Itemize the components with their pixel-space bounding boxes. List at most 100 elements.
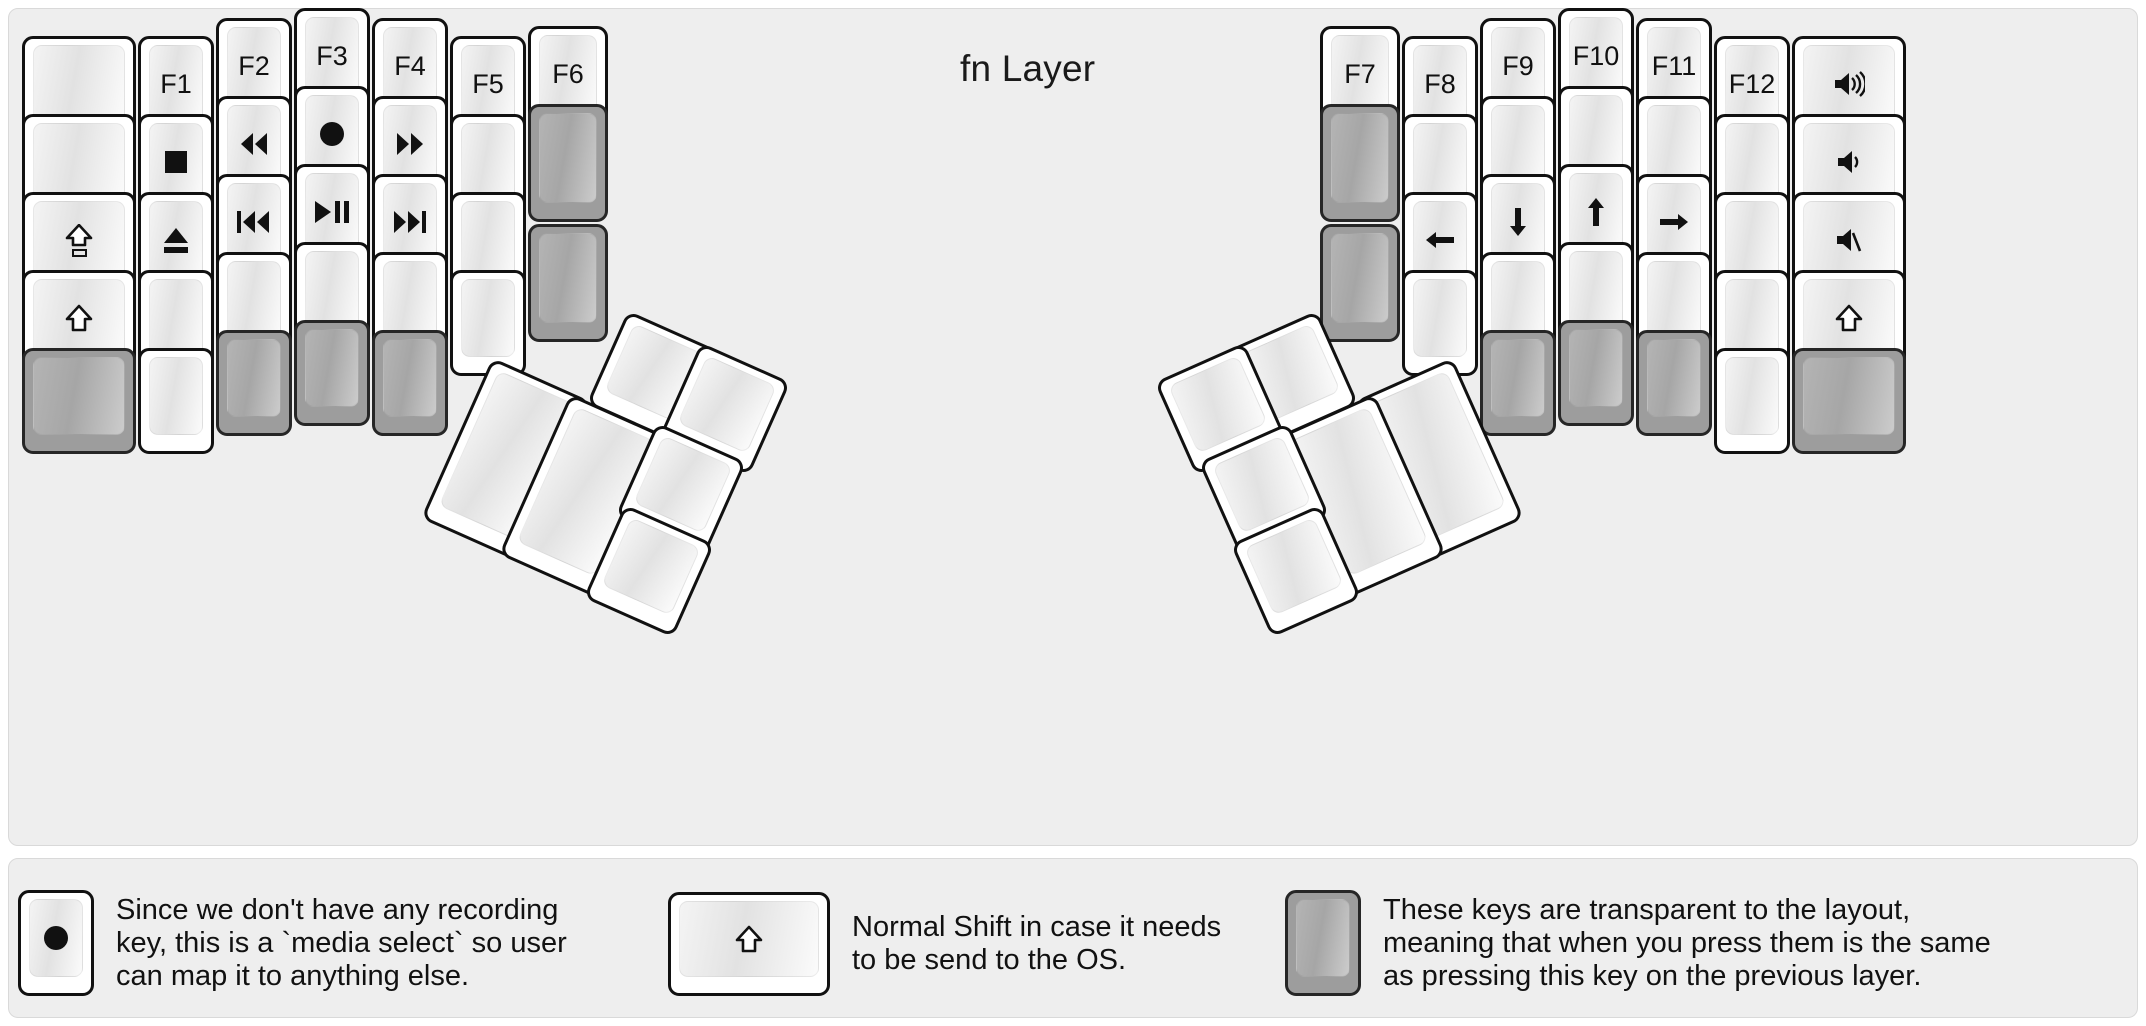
media-stop-icon: [162, 148, 190, 176]
left-col-index-key-0[interactable]: F4: [372, 18, 448, 124]
keycap-surface: [1413, 279, 1467, 357]
keycap-surface: [1491, 339, 1545, 417]
key-label: F1: [160, 68, 192, 99]
legend-sample-key-0: [18, 890, 94, 996]
keycap-surface: [1569, 329, 1623, 407]
keycap-surface: [305, 173, 359, 251]
keycap-surface: [461, 279, 515, 357]
keycap-surface: [227, 183, 281, 261]
keycap-surface: [1803, 123, 1895, 201]
right-col-ring-key-4[interactable]: [1636, 330, 1712, 436]
keycap-surface: [149, 357, 203, 435]
key-label: F11: [1651, 50, 1697, 81]
keycap-surface: F11: [1647, 27, 1701, 105]
keycap-surface: [539, 113, 597, 203]
keycap-surface: [33, 45, 125, 123]
media-eject-icon: [162, 226, 190, 254]
keycap-surface: F8: [1413, 45, 1467, 123]
left-col-extra-key-2[interactable]: [528, 224, 608, 342]
keycap-surface: [1331, 113, 1389, 203]
key-label: F2: [238, 50, 270, 81]
keycap-surface: F12: [1725, 45, 1779, 123]
right-col-outer-key-4[interactable]: [1792, 348, 1906, 454]
keycap-surface: F6: [539, 35, 597, 113]
caps-lock-arrow-icon: [65, 223, 93, 257]
left-col-middle-key-4[interactable]: [294, 320, 370, 426]
keycap-surface: [149, 201, 203, 279]
media-next-icon: [392, 209, 428, 235]
keycap-surface: [1803, 45, 1895, 123]
legend-sample-key-1: [668, 892, 830, 996]
keycap-surface: F5: [461, 45, 515, 123]
left-col-index-key-4[interactable]: [372, 330, 448, 436]
arrow-right-icon: [1658, 209, 1690, 235]
keycap-surface: [1296, 899, 1350, 977]
left-col-outer-key-4[interactable]: [22, 348, 136, 454]
right-col-inner-key-3[interactable]: [1402, 270, 1478, 376]
keycap-surface: [383, 261, 437, 339]
keycap-surface: F7: [1331, 35, 1389, 113]
keycap-surface: F1: [149, 45, 203, 123]
right-col-pinky-key-4[interactable]: [1714, 348, 1790, 454]
keycap-surface: [1725, 123, 1779, 201]
keycap-surface: [33, 357, 125, 435]
keycap-surface: [1331, 233, 1389, 323]
keycap-surface: [1725, 201, 1779, 279]
legend-sample-key-2: [1285, 890, 1361, 996]
media-record-icon: [42, 924, 70, 952]
legend-text-1: Normal Shift in case it needs to be send…: [852, 911, 1222, 976]
keycap-surface: [1413, 201, 1467, 279]
key-label: F10: [1572, 40, 1620, 71]
keycap-surface: [383, 183, 437, 261]
keycap-surface: [149, 279, 203, 357]
right-col-middle-key-4[interactable]: [1558, 320, 1634, 426]
volume-up-icon: [1833, 70, 1865, 98]
keycap-surface: [29, 899, 83, 977]
keycap-surface: [33, 279, 125, 357]
media-prev-icon: [236, 209, 272, 235]
keycap-surface: F3: [305, 17, 359, 95]
right-col-outer-key-0[interactable]: [1792, 36, 1906, 142]
media-rewind-icon: [237, 131, 271, 157]
keycap-surface: [1647, 105, 1701, 183]
keycap-surface: [539, 233, 597, 323]
right-col-extra-key-1[interactable]: [1320, 104, 1400, 222]
left-col-inner-key-3[interactable]: [450, 270, 526, 376]
keycap-surface: [227, 339, 281, 417]
keycap-surface: [1647, 339, 1701, 417]
key-label: F5: [472, 68, 504, 99]
keycap-surface: [1244, 517, 1344, 616]
keycap-surface: [1413, 123, 1467, 201]
legend-text-2: These keys are transparent to the layout…: [1383, 893, 1991, 992]
left-col-pinky-key-4[interactable]: [138, 348, 214, 454]
keycap-surface: [1803, 279, 1895, 357]
keycap-surface: [383, 105, 437, 183]
keycap-surface: [1803, 357, 1895, 435]
volume-mute-icon: [1835, 226, 1863, 254]
right-col-ring-key-2[interactable]: [1636, 174, 1712, 280]
legend-panel: [8, 858, 2138, 1018]
right-col-index-key-4[interactable]: [1480, 330, 1556, 436]
arrow-up-icon: [1583, 196, 1609, 228]
arrow-down-icon: [1505, 206, 1531, 238]
keycap-surface: [1803, 201, 1895, 279]
keycap-surface: [1725, 357, 1779, 435]
key-label: F4: [394, 50, 426, 81]
page-title: fn Layer: [960, 48, 1096, 89]
keycap-surface: [305, 329, 359, 407]
key-label: F3: [316, 40, 348, 71]
left-col-ring-key-4[interactable]: [216, 330, 292, 436]
keycap-surface: [1491, 105, 1545, 183]
keycap-surface: [1569, 251, 1623, 329]
keycap-surface: [305, 251, 359, 329]
keycap-surface: F2: [227, 27, 281, 105]
keycap-surface: F4: [383, 27, 437, 105]
legend-text-0: Since we don't have any recording key, t…: [116, 893, 567, 992]
keycap-surface: [461, 123, 515, 201]
legend-item-0: Since we don't have any recording key, t…: [18, 890, 567, 996]
left-col-extra-key-1[interactable]: [528, 104, 608, 222]
key-label: F12: [1728, 68, 1776, 99]
keycap-surface: F9: [1491, 27, 1545, 105]
legend-item-1: Normal Shift in case it needs to be send…: [668, 892, 1221, 996]
right-col-extra-key-2[interactable]: [1320, 224, 1400, 342]
